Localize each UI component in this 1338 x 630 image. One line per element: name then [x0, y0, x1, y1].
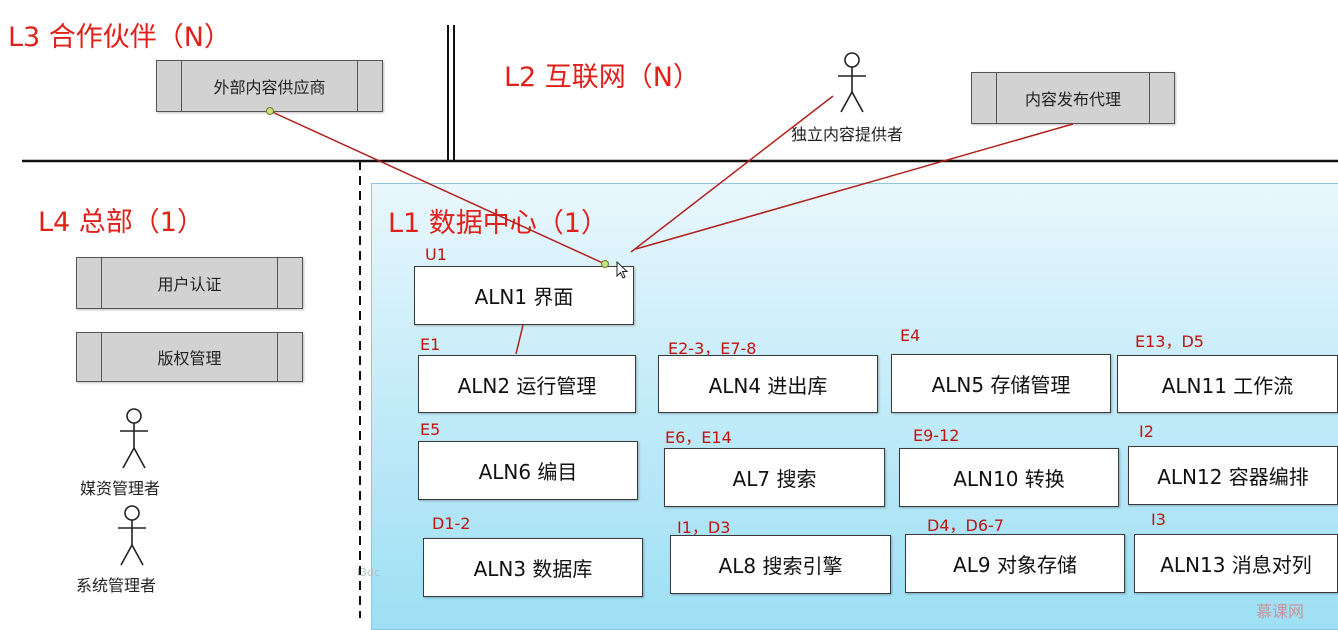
zone-l4-title: L4 总部（1） — [38, 207, 204, 238]
code-al8: I1，D3 — [677, 518, 731, 537]
zone-l1-title: L1 数据中心（1） — [388, 208, 608, 239]
zone-l3-title: L3 合作伙伴（N） — [8, 22, 232, 53]
code-aln4: E2-3，E7-8 — [668, 339, 757, 358]
module-aln1[interactable]: ALN1 界面 — [414, 266, 634, 325]
module-aln11[interactable]: ALN11 工作流 — [1117, 355, 1338, 413]
copyright-component[interactable]: 版权管理 — [76, 332, 303, 382]
module-al7[interactable]: AL7 搜索 — [664, 448, 885, 507]
watermark-logo: 慕课网 — [1256, 602, 1305, 621]
module-aln5[interactable]: ALN5 存储管理 — [891, 354, 1111, 413]
user-auth-component[interactable]: 用户认证 — [76, 257, 303, 309]
code-aln6: E5 — [420, 420, 441, 439]
module-aln4[interactable]: ALN4 进出库 — [658, 355, 878, 413]
module-aln3[interactable]: ALN3 数据库 — [423, 538, 643, 597]
module-aln13[interactable]: ALN13 消息对列 — [1134, 534, 1338, 593]
code-aln13: I3 — [1151, 510, 1166, 529]
module-aln2[interactable]: ALN2 运行管理 — [418, 355, 636, 413]
code-aln11: E13，D5 — [1135, 332, 1204, 351]
code-aln12: I2 — [1139, 422, 1154, 441]
module-al9[interactable]: AL9 对象存储 — [905, 534, 1125, 593]
copyright-label: 版权管理 — [157, 349, 222, 368]
media-admin-label: 媒资管理者 — [80, 479, 161, 498]
publisher-agent-label: 内容发布代理 — [1024, 90, 1121, 109]
user-auth-label: 用户认证 — [157, 275, 222, 294]
module-al8[interactable]: AL8 搜索引擎 — [670, 535, 891, 594]
publisher-agent-component[interactable]: 内容发布代理 — [971, 72, 1175, 124]
module-aln12[interactable]: ALN12 容器编排 — [1128, 446, 1338, 505]
module-aln6[interactable]: ALN6 编目 — [418, 441, 638, 500]
external-supplier-label: 外部内容供应商 — [213, 78, 326, 97]
provider-actor-label: 独立内容提供者 — [791, 125, 904, 144]
code-al7: E6，E14 — [665, 428, 732, 447]
zone-l2-title: L2 互联网（N） — [504, 62, 701, 93]
external-supplier-component[interactable]: 外部内容供应商 — [156, 60, 383, 112]
code-aln3: D1-2 — [432, 514, 471, 533]
code-aln2: E1 — [420, 335, 441, 354]
code-u1: U1 — [425, 245, 447, 264]
code-aln10: E9-12 — [913, 426, 960, 445]
sys-admin-actor-icon — [118, 505, 146, 566]
code-aln5: E4 — [900, 326, 921, 345]
media-admin-actor-icon — [120, 408, 148, 469]
faint-label: l3dc — [357, 566, 381, 579]
provider-actor-icon — [838, 52, 866, 113]
sys-admin-label: 系统管理者 — [76, 576, 157, 595]
code-al9: D4，D6-7 — [927, 516, 1004, 535]
mouse-cursor-icon — [616, 260, 629, 279]
module-aln10[interactable]: ALN10 转换 — [899, 448, 1119, 507]
